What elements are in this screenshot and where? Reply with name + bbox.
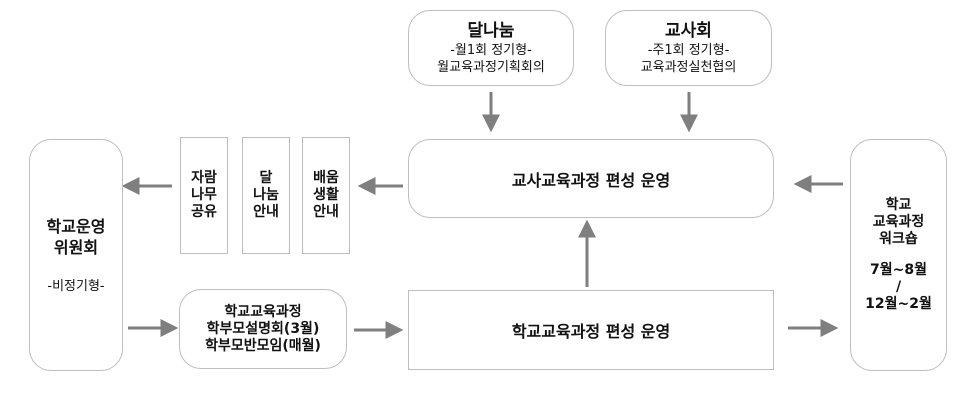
small-box-jaram: 자람 나무 공유 xyxy=(180,137,228,254)
parent-meeting-box: 학교교육과정 학부모설명회(3월) 학부모반모임(매월) xyxy=(179,289,347,369)
parent-meeting-line1: 학교교육과정 xyxy=(224,303,302,320)
workshop-period2: 12월~2월 xyxy=(865,296,932,312)
parent-meeting-line2: 학부모설명회(3월) xyxy=(206,320,320,337)
small-box-learning-guide-label: 배움 생활 안내 xyxy=(313,170,339,220)
teacher-curriculum-box: 교사교육과정 편성 운영 xyxy=(408,139,774,218)
workshop-separator: / xyxy=(895,279,902,295)
teacher-council-frequency: -주1회 정기형- xyxy=(647,42,730,58)
workshop-box: 학교 교육과정 워크숍 7월~8월 / 12월~2월 xyxy=(850,139,947,371)
teacher-curriculum-label: 교사교육과정 편성 운영 xyxy=(511,170,671,190)
committee-title-line2: 위원회 xyxy=(53,237,99,257)
workshop-line3: 워크숍 xyxy=(879,231,918,247)
small-box-dalnanum-guide: 달 나눔 안내 xyxy=(242,137,290,254)
committee-note: -비정기형- xyxy=(47,278,105,294)
teacher-council-description: 교육과정실천협의 xyxy=(640,59,737,75)
workshop-period1: 7월~8월 xyxy=(870,262,927,278)
school-committee-box: 학교운영 위원회 -비정기형- xyxy=(29,139,123,371)
committee-title-line1: 학교운영 xyxy=(46,216,106,236)
workshop-line1: 학교 xyxy=(885,197,912,213)
teacher-council-box: 교사회 -주1회 정기형- 교육과정실천협의 xyxy=(605,10,772,86)
small-box-dalnanum-guide-label: 달 나눔 안내 xyxy=(253,170,279,220)
workshop-line2: 교육과정 xyxy=(872,214,925,230)
dalnanum-title: 달나눔 xyxy=(467,20,515,41)
dalnanum-frequency: -월1회 정기형- xyxy=(450,42,532,58)
teacher-council-title: 교사회 xyxy=(665,20,712,41)
dalnanum-description: 월교육과정기획회의 xyxy=(437,59,545,75)
parent-meeting-line3: 학부모반모임(매월) xyxy=(205,337,321,354)
school-curriculum-box: 학교교육과정 편성 운영 xyxy=(408,290,774,370)
school-curriculum-label: 학교교육과정 편성 운영 xyxy=(511,322,671,341)
small-box-jaram-label: 자람 나무 공유 xyxy=(191,170,217,220)
small-box-learning-guide: 배움 생활 안내 xyxy=(302,137,350,254)
dalnanum-box: 달나눔 -월1회 정기형- 월교육과정기획회의 xyxy=(408,10,574,86)
